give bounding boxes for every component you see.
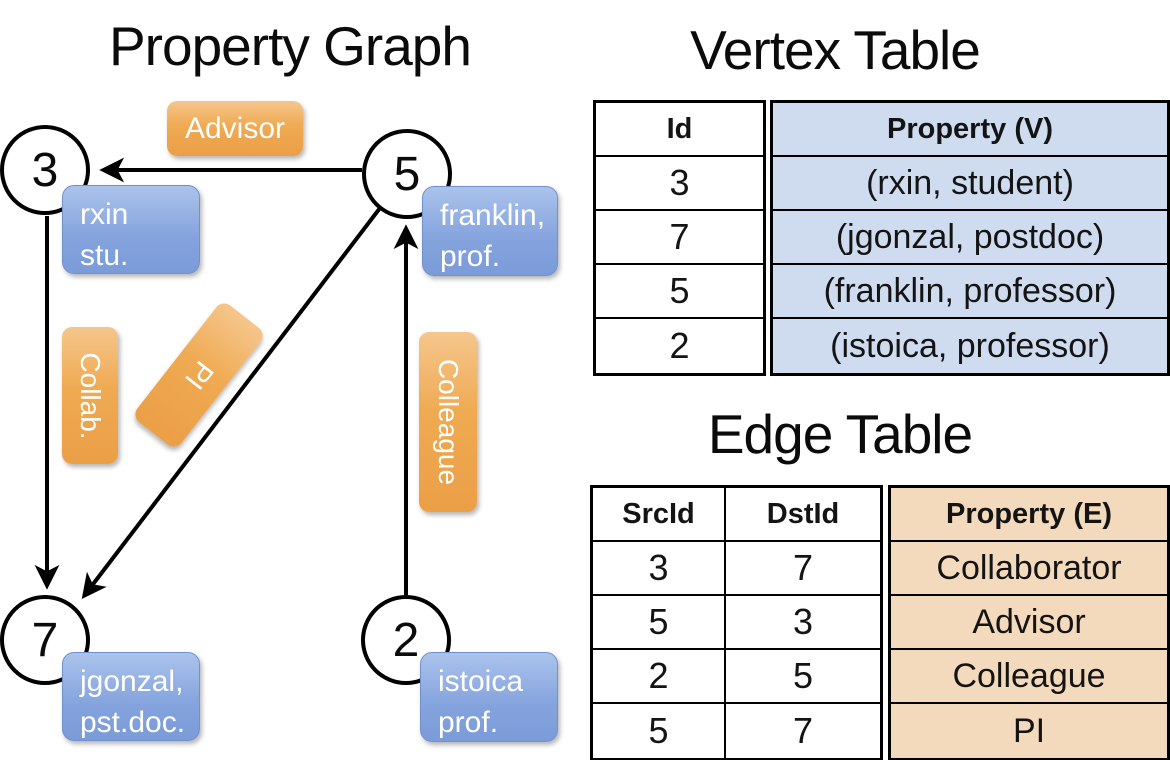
table-row: Advisor (891, 596, 1167, 650)
vertex-table-header-property: Property (V) (887, 112, 1053, 145)
edge-label-collab: Collab. (62, 327, 118, 464)
node-7-id: 7 (31, 613, 59, 667)
edge-table-header-property: Property (E) (946, 497, 1112, 530)
vertex-prop-jgonzal: jgonzal, pst.doc. (62, 652, 200, 741)
table-row: 5 7 (593, 704, 880, 758)
table-row: (franklin, professor) (773, 265, 1167, 319)
node-5: 5 (362, 129, 452, 219)
graph-edges-layer (34, 157, 419, 599)
table-row: (istoica, professor) (830, 326, 1110, 365)
vertex-table-header-id: Id (666, 112, 693, 145)
vertex-table-property-column: Property (V) (rxin, student) (jgonzal, p… (770, 100, 1170, 376)
table-row: 5 (596, 265, 763, 319)
edge-table-header-srcid: SrcId (593, 488, 726, 540)
table-row: 3 7 (593, 542, 880, 596)
table-row: 2 (669, 325, 690, 366)
node-2: 2 (361, 595, 451, 685)
node-5-id: 5 (393, 147, 421, 201)
edge-label-advisor: Advisor (167, 101, 303, 156)
table-row: Collaborator (891, 542, 1167, 596)
table-row: 3 (596, 157, 763, 211)
node-2-id: 2 (392, 613, 420, 667)
edge-table-property-column: Property (E) Collaborator Advisor Collea… (888, 485, 1170, 760)
edge-table-header-dstid: DstId (766, 497, 840, 530)
vertex-prop-istoica: istoica prof. (420, 652, 558, 742)
edge-label-colleague: Colleague (419, 332, 477, 512)
table-row: PI (1012, 711, 1046, 750)
graph-title: Property Graph (108, 15, 472, 77)
vertex-table-title: Vertex Table (690, 19, 981, 81)
vertex-prop-rxin: rxin stu. (62, 185, 200, 274)
vertex-prop-franklin: franklin, prof. (422, 186, 558, 276)
edge-pi-line (81, 206, 382, 599)
table-row: Colleague (891, 650, 1167, 704)
table-row: 2 5 (593, 650, 880, 704)
vertex-table-id-column: Id 3 7 5 2 (593, 100, 766, 376)
edge-table-id-columns: SrcId DstId 3 7 5 3 2 5 5 7 (590, 485, 883, 760)
table-row: 7 (596, 211, 763, 265)
table-row: 5 3 (593, 596, 880, 650)
edge-table-title: Edge Table (707, 403, 973, 465)
table-row: (jgonzal, postdoc) (773, 211, 1167, 265)
table-row: (rxin, student) (773, 157, 1167, 211)
node-3-id: 3 (31, 143, 59, 197)
